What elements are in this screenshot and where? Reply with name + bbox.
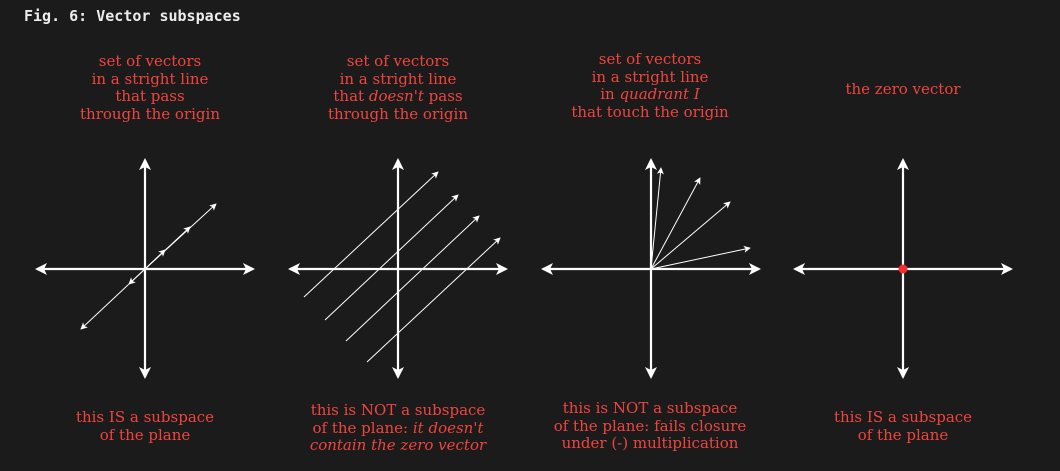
- caption-text: in a stright line: [591, 67, 709, 86]
- panel-3-vector: [650, 177, 701, 270]
- caption-text: of the plane:: [312, 418, 413, 437]
- caption-line: this is NOT a subspace: [278, 401, 518, 420]
- caption-line: set of vectors: [530, 50, 770, 69]
- caption-line: through the origin: [278, 104, 518, 124]
- caption-text: of the plane: [99, 425, 191, 444]
- panel-1-vector: [80, 268, 146, 330]
- panel-2-vector: [303, 171, 439, 298]
- caption-italic-text: contain the zero vector: [309, 436, 487, 454]
- caption-line: in quadrant I: [530, 85, 770, 104]
- caption-line: of the plane: [25, 425, 265, 445]
- panel-3-vector: [650, 167, 664, 270]
- caption-text: pass: [423, 87, 463, 105]
- caption-text: this is NOT a subspace: [562, 399, 738, 417]
- caption-line: this IS a subspace: [25, 408, 265, 427]
- caption-line: this IS a subspace: [783, 408, 1023, 427]
- panel-4-diagram: [793, 158, 1013, 379]
- panel-1-vector: [144, 203, 217, 270]
- panel-3-diagram: [541, 158, 761, 379]
- caption-text: in a stright line: [339, 69, 457, 88]
- caption-line: the zero vector: [783, 80, 1023, 99]
- caption-text: in: [600, 85, 620, 103]
- caption-line: in a stright line: [278, 69, 518, 89]
- panel-2-vector: [324, 194, 459, 321]
- caption-line: set of vectors: [278, 52, 518, 71]
- caption-text: set of vectors: [346, 52, 450, 70]
- caption-text: under (-) multiplication: [561, 434, 739, 452]
- caption-italic-text: doesn't: [368, 87, 424, 105]
- caption-text: of the plane: fails closure: [553, 416, 747, 435]
- panel-2-vector: [345, 215, 480, 342]
- panel-3-vector: [650, 201, 731, 270]
- caption-line: through the origin: [30, 104, 270, 124]
- caption-line: of the plane: [783, 425, 1023, 445]
- panel-1-diagram: [35, 158, 255, 379]
- caption-line: in a stright line: [530, 67, 770, 87]
- panel-2-vector: [366, 237, 501, 363]
- caption-text: set of vectors: [598, 50, 702, 68]
- caption-line: in a stright line: [30, 69, 270, 89]
- zero-vector-dot: [898, 264, 908, 274]
- caption-line: contain the zero vector: [278, 436, 518, 455]
- caption-text: in a stright line: [91, 69, 209, 88]
- caption-text: set of vectors: [98, 52, 202, 70]
- panel-4-top-caption: the zero vector: [783, 80, 1023, 99]
- panel-3-vector: [650, 245, 751, 270]
- caption-text: the zero vector: [845, 80, 961, 98]
- caption-text: through the origin: [328, 104, 468, 123]
- caption-text: this IS a subspace: [833, 408, 973, 426]
- caption-text: this is NOT a subspace: [310, 401, 486, 419]
- caption-text: that: [333, 87, 369, 105]
- figure-title: Fig. 6: Vector subspaces: [24, 7, 241, 25]
- panel-2-diagram: [288, 158, 508, 379]
- caption-line: of the plane: fails closure: [530, 416, 770, 436]
- caption-text: that pass: [115, 87, 185, 105]
- caption-italic-text: it doesn't: [412, 418, 484, 437]
- caption-line: this is NOT a subspace: [530, 399, 770, 418]
- caption-text: this IS a subspace: [75, 408, 215, 426]
- caption-line: that touch the origin: [530, 102, 770, 122]
- caption-line: set of vectors: [30, 52, 270, 71]
- caption-text: through the origin: [80, 104, 220, 123]
- caption-line: that pass: [30, 87, 270, 106]
- caption-text: of the plane: [857, 425, 949, 444]
- caption-text: that touch the origin: [571, 102, 729, 121]
- caption-line: that doesn't pass: [278, 87, 518, 106]
- caption-line: under (-) multiplication: [530, 434, 770, 453]
- caption-line: of the plane: it doesn't: [278, 418, 518, 438]
- caption-italic-text: quadrant I: [619, 85, 700, 103]
